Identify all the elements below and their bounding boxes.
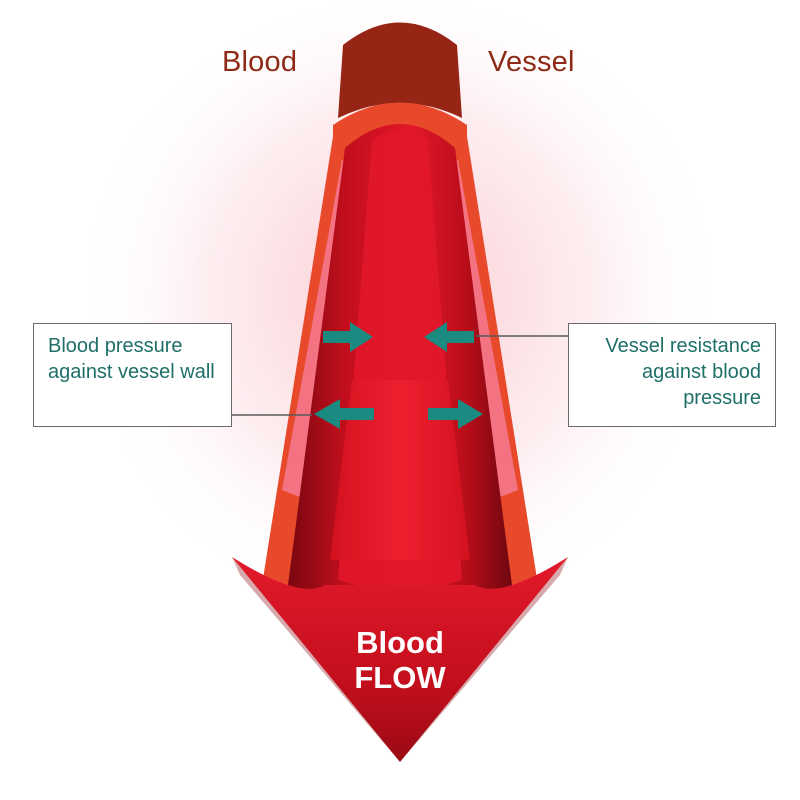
flow-arrow-head bbox=[232, 557, 568, 762]
flow-arrow-head-shade-right bbox=[400, 557, 568, 762]
flow-label-blood: Blood bbox=[356, 625, 444, 660]
flow-label-flow: FLOW bbox=[354, 660, 446, 695]
callout-blood-pressure: Blood pressure against vessel wall bbox=[33, 323, 232, 427]
arrow-left-icon bbox=[314, 399, 374, 429]
title-blood: Blood bbox=[222, 46, 298, 78]
arrow-right-icon bbox=[323, 322, 373, 352]
title-vessel: Vessel bbox=[488, 46, 575, 78]
arrow-left-icon bbox=[424, 322, 474, 352]
callout-leader-lines bbox=[232, 335, 568, 416]
arrow-right-icon bbox=[428, 399, 483, 429]
downward-flow-arrow bbox=[232, 380, 568, 762]
teal-double-arrows bbox=[314, 322, 483, 429]
flow-arrow-head-shade bbox=[232, 557, 400, 762]
vessel-top-rim bbox=[338, 22, 462, 118]
flow-arrow-shaft bbox=[330, 380, 470, 560]
callout-vessel-resistance: Vessel resistance against blood pressure bbox=[568, 323, 776, 427]
